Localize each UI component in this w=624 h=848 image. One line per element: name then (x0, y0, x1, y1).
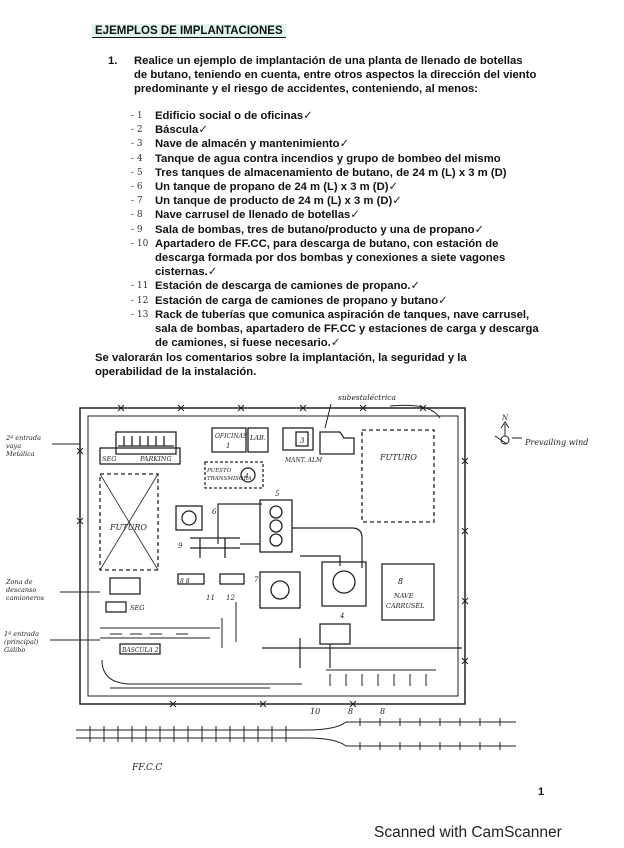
svg-text:SEG: SEG (130, 604, 144, 612)
svg-text:MANT. ALM: MANT. ALM (284, 457, 323, 464)
prevailing-wind-label: Prevailing wind (524, 438, 588, 447)
svg-text:TRANSMISORA: TRANSMISORA (207, 476, 252, 482)
task-number: 1. (108, 55, 118, 67)
label-8a: 8 (348, 707, 353, 716)
svg-text:4: 4 (339, 612, 344, 620)
svg-text:BÁSCULA 2: BÁSCULA 2 (121, 647, 159, 654)
label-10: 10 (310, 707, 320, 716)
svg-text:1: 1 (226, 442, 230, 450)
svg-text:8 8: 8 8 (180, 578, 190, 585)
subestacion-label: subestaléctrica (338, 393, 396, 402)
outer-fence (79, 407, 466, 705)
task-statement: 1. Realice un ejemplo de implantación de… (108, 54, 538, 97)
svg-text:FUTURO: FUTURO (109, 523, 147, 532)
futuro-right-area (361, 429, 435, 523)
futuro-left-area (99, 473, 159, 571)
svg-text:6: 6 (212, 508, 217, 516)
ffcc-label: FF.C.C (131, 763, 162, 773)
svg-text:NAVE: NAVE (393, 592, 414, 600)
seg-label: SEG (102, 455, 116, 463)
svg-text:(principal): (principal) (4, 638, 39, 646)
road (100, 627, 302, 685)
tank-7-box (259, 571, 301, 609)
svg-text:9: 9 (178, 542, 183, 550)
tank-6-box (175, 505, 203, 531)
svg-text:12: 12 (226, 594, 235, 602)
svg-text:3: 3 (300, 437, 305, 445)
north-indicator: N (501, 414, 509, 422)
inner-fence (87, 415, 459, 697)
fence-marks (76, 404, 469, 708)
svg-text:FUTURO: FUTURO (379, 453, 417, 462)
plant-layout-sketch: SEG PARKING OFICINAS 1 LAB. 3 MANT. ALM … (4, 393, 588, 773)
scanner-watermark: Scanned with CamScanner (374, 824, 562, 841)
nave-almacen-box (282, 427, 314, 451)
svg-text:PUESTO: PUESTO (206, 468, 232, 474)
task-text: Realice un ejemplo de implantación de un… (134, 55, 537, 96)
parking-label: PARKING (139, 455, 172, 463)
nave-carrusel-box (381, 563, 435, 621)
svg-text:1ª entrada: 1ª entrada (4, 630, 39, 638)
section-heading: EJEMPLOS DE IMPLANTACIONES (92, 24, 286, 38)
svg-text:8: 8 (398, 577, 403, 586)
tank-4-box (321, 561, 367, 607)
tank-5-group (259, 499, 293, 553)
svg-text:11: 11 (206, 594, 215, 602)
bascula-box (119, 643, 161, 655)
svg-text:LAB.: LAB. (249, 434, 266, 442)
svg-text:descanso: descanso (6, 586, 36, 594)
svg-text:CARRUSEL: CARRUSEL (386, 602, 424, 610)
svg-text:Metálica: Metálica (5, 450, 35, 458)
svg-text:4: 4 (244, 473, 249, 480)
railway-track (76, 718, 516, 750)
svg-text:5: 5 (275, 490, 280, 498)
page-number: 1 (538, 786, 545, 798)
svg-text:vaya: vaya (6, 442, 21, 450)
svg-text:camioneros: camioneros (6, 594, 45, 602)
svg-text:Gálibo: Gálibo (4, 646, 25, 654)
oficinas-box (211, 427, 247, 453)
label-8b: 8 (380, 707, 385, 716)
lab-box (247, 427, 269, 453)
pipe-rack (217, 503, 462, 668)
svg-text:OFICINAS: OFICINAS (215, 433, 247, 440)
svg-text:7: 7 (254, 576, 259, 584)
svg-text:2ª entrada: 2ª entrada (5, 434, 41, 442)
svg-text:Zona de: Zona de (5, 578, 33, 586)
evaluation-note: Se valorarán los comentarios sobre la im… (95, 352, 467, 379)
